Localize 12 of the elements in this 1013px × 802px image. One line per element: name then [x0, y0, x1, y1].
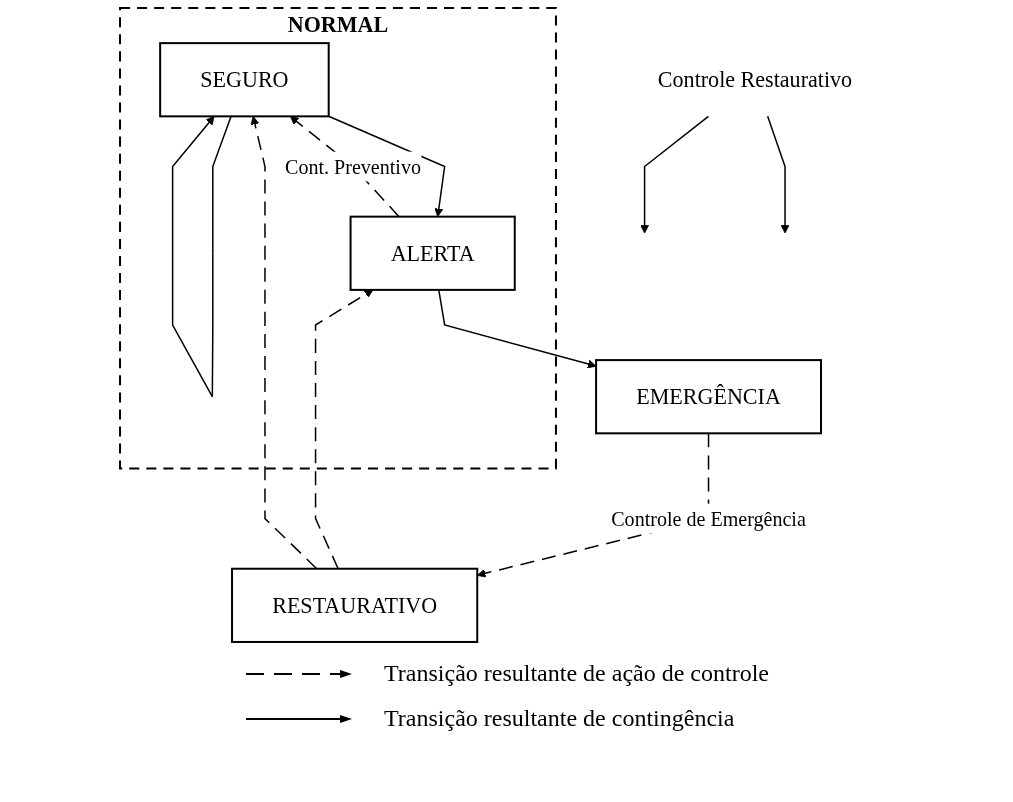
legend-text: Transição resultante de contingência [384, 705, 735, 732]
arrow [640, 115, 710, 234]
state-box: EMERGÊNCIA [595, 359, 823, 435]
edge-label: Cont. Preventivo [285, 151, 422, 182]
state-box: ALERTA [349, 215, 517, 291]
edge-label: Controle de Emergência [611, 503, 807, 534]
legend-text: Transição resultante de ação de controle [384, 660, 769, 687]
state-box: SEGURO [159, 42, 331, 118]
arrow [767, 115, 790, 234]
state-box: RESTAURATIVO [231, 567, 479, 643]
callout-text: Controle Restaurativo [658, 67, 853, 93]
arrow [438, 289, 597, 369]
